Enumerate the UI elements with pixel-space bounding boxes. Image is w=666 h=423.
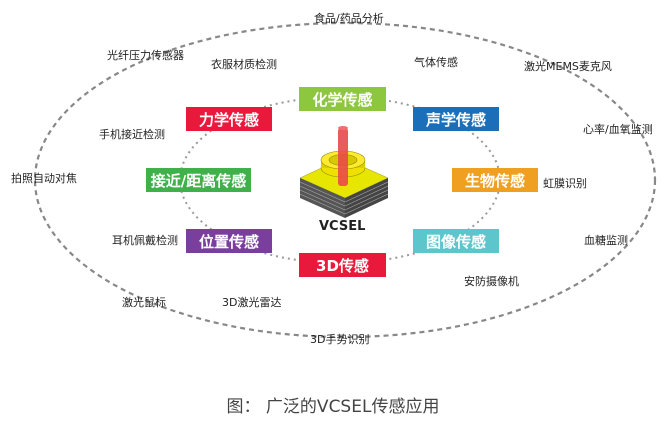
app-heart-rate: 心率/血氧监测 (583, 123, 653, 136)
app-laser-mouse: 激光鼠标 (122, 296, 166, 309)
sensor-image: 图像传感 (413, 229, 499, 253)
app-earphone: 耳机佩戴检测 (112, 234, 178, 247)
app-gesture: 3D手势识别 (310, 333, 370, 346)
sensor-acoustic: 声学传感 (413, 107, 499, 131)
figure-caption: 图： 广泛的VCSEL传感应用 (226, 397, 440, 417)
outer-dashed-ellipse (33, 21, 657, 339)
vcsel-label: VCSEL (319, 219, 366, 234)
app-lidar: 3D激光雷达 (222, 296, 282, 309)
sensor-mechanical: 力学传感 (186, 107, 272, 131)
app-clothing: 衣服材质检测 (211, 58, 277, 71)
app-food-drug: 食品/药品分析 (314, 12, 384, 25)
app-glucose: 血糖监测 (584, 234, 628, 247)
sensor-position: 位置传感 (186, 229, 272, 253)
vcsel-chip-icon (299, 126, 389, 218)
sensor-biological: 生物传感 (452, 168, 538, 192)
app-gas: 气体传感 (414, 56, 458, 69)
app-fiber-pressure: 光纤压力传感器 (107, 49, 184, 62)
sensor-chemical: 化学传感 (299, 87, 386, 111)
app-iris: 虹膜识别 (543, 177, 587, 190)
sensor-3d: 3D传感 (299, 253, 386, 277)
app-mems-mic: 激光MEMS麦克风 (524, 60, 612, 73)
app-security-camera: 安防摄像机 (464, 275, 519, 288)
app-autofocus: 拍照自动对焦 (11, 172, 77, 185)
app-phone-proximity: 手机接近检测 (99, 128, 165, 141)
sensor-proximity: 接近/距离传感 (146, 168, 251, 192)
